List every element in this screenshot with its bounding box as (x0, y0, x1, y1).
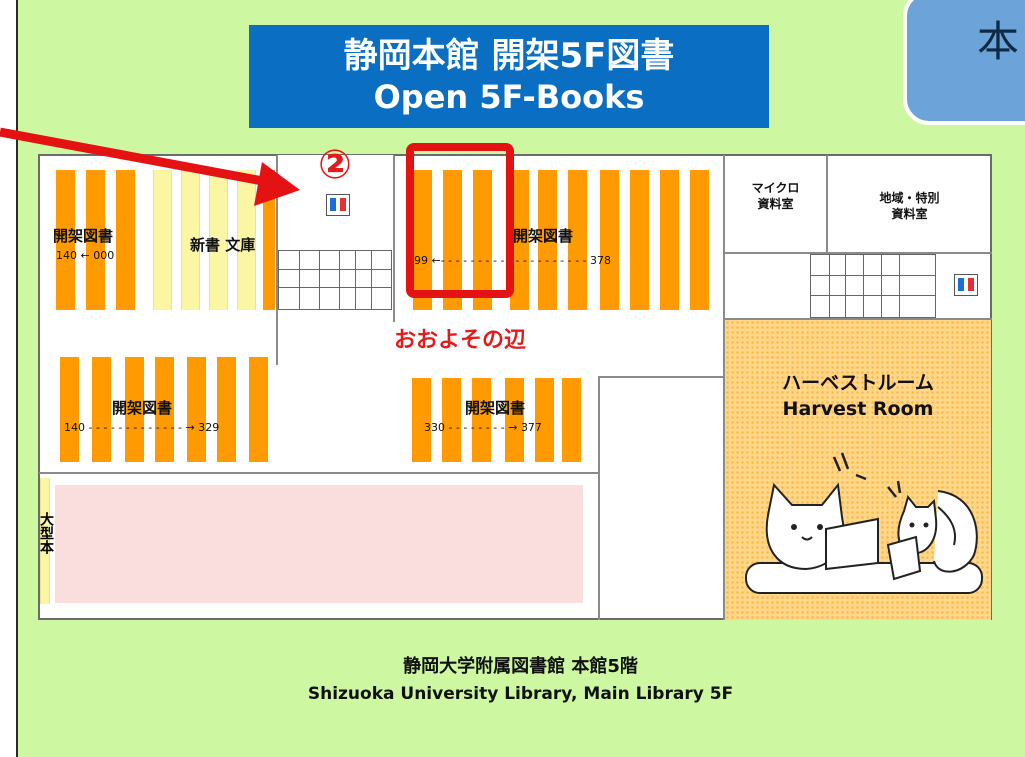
bookshelf (538, 170, 557, 310)
corner-tab-text: 本 (977, 17, 1020, 66)
wall (723, 318, 992, 320)
storage-cubicles (278, 250, 392, 310)
location-highlight (406, 143, 514, 298)
micro-room-line1: マイクロ (751, 181, 800, 195)
bookshelf (413, 170, 432, 310)
bookshelf (263, 170, 275, 310)
laptop-icon (825, 517, 879, 571)
wall (723, 252, 992, 254)
bookshelf (690, 170, 709, 310)
wall (598, 376, 600, 620)
bookshelf (412, 378, 431, 462)
map-title: 静岡本館 開架5F図書 Open 5F-Books (249, 25, 769, 128)
bookshelf (630, 170, 649, 310)
approx-location-note: おおよその辺 (298, 322, 622, 374)
cat-mascot (765, 482, 845, 571)
bookshelf (60, 357, 79, 462)
bookshelf (535, 378, 554, 462)
stacks-left-top-label: 開架図書 (53, 227, 114, 245)
stacks-left-mid-range: 140 - - - - - - - - - - - - - → 329 (64, 421, 220, 434)
regional-room-line1: 地域・特別 (879, 191, 940, 205)
range-end: 378 (590, 254, 612, 267)
bookshelf (660, 170, 679, 310)
bookshelf (86, 170, 105, 310)
title-jp: 静岡本館 開架5F図書 (343, 36, 675, 76)
bookshelf (153, 170, 172, 310)
bookshelf (505, 378, 524, 462)
stacks-center-mid-range: 330 - - - - - - - - → 377 (424, 421, 542, 434)
bookshelf (442, 378, 461, 462)
bookshelf (187, 357, 206, 462)
reading-area (55, 485, 583, 603)
bookshelf (209, 170, 228, 310)
restroom-icon (326, 194, 350, 216)
restroom-icon (954, 274, 978, 296)
bookshelf (155, 357, 174, 462)
bookshelf (510, 170, 529, 310)
corner-tab[interactable]: 本 (903, 0, 1025, 125)
bookshelf (125, 357, 144, 462)
bookshelf (443, 170, 462, 310)
footer-library-name-jp: 静岡大学附属図書館 本館5階 (403, 656, 638, 677)
harvest-room-label-en: Harvest Room (782, 398, 934, 420)
bookshelf (217, 357, 236, 462)
bookshelf (472, 378, 491, 462)
bookshelf (92, 357, 111, 462)
range-end: 329 (198, 421, 220, 434)
new-books-label: 新書 文庫 (190, 236, 256, 254)
stacks-center-top-label: 開架図書 (513, 227, 574, 245)
wall (393, 155, 395, 365)
bookshelf (56, 170, 75, 310)
harvest-room-label-jp: ハーベストルーム (782, 372, 934, 394)
oversize-label: 大型本 (38, 512, 54, 554)
stacks-left-top-range: 140 ← 000 (56, 249, 115, 262)
bookshelf (40, 478, 50, 604)
wall (723, 155, 725, 620)
bookshelf (116, 170, 135, 310)
range-start: 330 (424, 421, 445, 434)
bookshelf (237, 170, 256, 310)
location-marker-number: ② (318, 142, 352, 188)
range-end: 377 (520, 421, 542, 434)
storage-cubicles (810, 254, 936, 318)
bookshelf (181, 170, 200, 310)
wall (39, 472, 599, 474)
regional-room-line2: 資料室 (891, 207, 928, 221)
range-end: 000 (93, 249, 115, 262)
arrow-icon (0, 127, 300, 206)
range-start: 140 (64, 421, 85, 434)
micro-room-line2: 資料室 (757, 197, 794, 211)
range-start: 140 (56, 249, 77, 262)
wall (276, 155, 278, 365)
wall (598, 376, 724, 378)
bookshelf (568, 170, 587, 310)
bookshelf (249, 357, 268, 462)
regional-room-label: 地域・特別 資料室 (829, 190, 990, 222)
mascot-illustration (745, 452, 983, 594)
bookshelf (562, 378, 581, 462)
micro-room-label: マイクロ 資料室 (727, 180, 824, 212)
title-en: Open 5F-Books (373, 78, 645, 116)
motion-lines (832, 452, 902, 498)
bookshelf (473, 170, 492, 310)
wall (826, 155, 828, 253)
stacks-center-mid-label: 開架図書 (465, 399, 526, 417)
footer-library-name-en: Shizuoka University Library, Main Librar… (307, 684, 734, 704)
bookshelf (600, 170, 619, 310)
stacks-left-mid-label: 開架図書 (112, 399, 173, 417)
range-start: 99 (414, 254, 428, 267)
squirrel-mascot (886, 490, 978, 581)
